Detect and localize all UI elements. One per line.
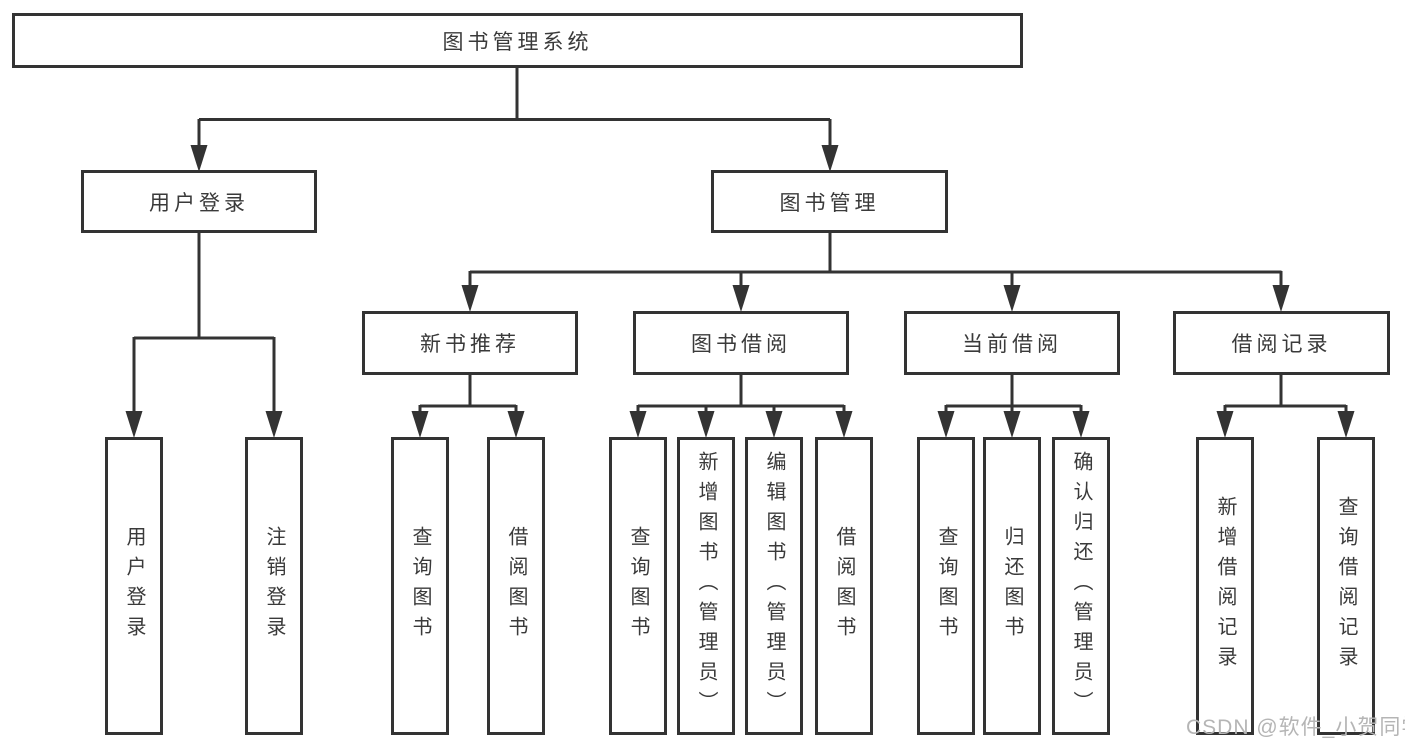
arrowhead-icons [125,145,1355,438]
node-book-borrow: 图书借阅 [633,311,849,375]
leaf-query-books-recommend: 查询图书 [391,437,449,735]
leaf-user-login: 用户登录 [105,437,163,735]
leaf-logout-login: 注销登录 [245,437,303,735]
leaf-query-books-borrow: 查询图书 [609,437,667,735]
leaf-add-borrow-record: 新增借阅记录 [1196,437,1254,735]
node-library-management-system: 图书管理系统 [12,13,1023,68]
leaf-edit-books-admin: 编辑图书（管理员） [745,437,803,735]
leaf-query-borrow-record: 查询借阅记录 [1317,437,1375,735]
node-user-login: 用户登录 [81,170,317,233]
node-new-book-recommend: 新书推荐 [362,311,578,375]
leaf-borrow-books-recommend: 借阅图书 [487,437,545,735]
leaf-query-books-current: 查询图书 [917,437,975,735]
leaf-return-books: 归还图书 [983,437,1041,735]
node-book-management: 图书管理 [711,170,948,233]
leaf-borrow-books-borrow: 借阅图书 [815,437,873,735]
csdn-watermark: CSDN @软件_小贺同学 [1186,716,1405,739]
node-current-borrow: 当前借阅 [904,311,1120,375]
leaf-add-books-admin: 新增图书（管理员） [677,437,735,735]
node-borrow-record: 借阅记录 [1173,311,1390,375]
leaf-confirm-return-admin: 确认归还（管理员） [1052,437,1110,735]
